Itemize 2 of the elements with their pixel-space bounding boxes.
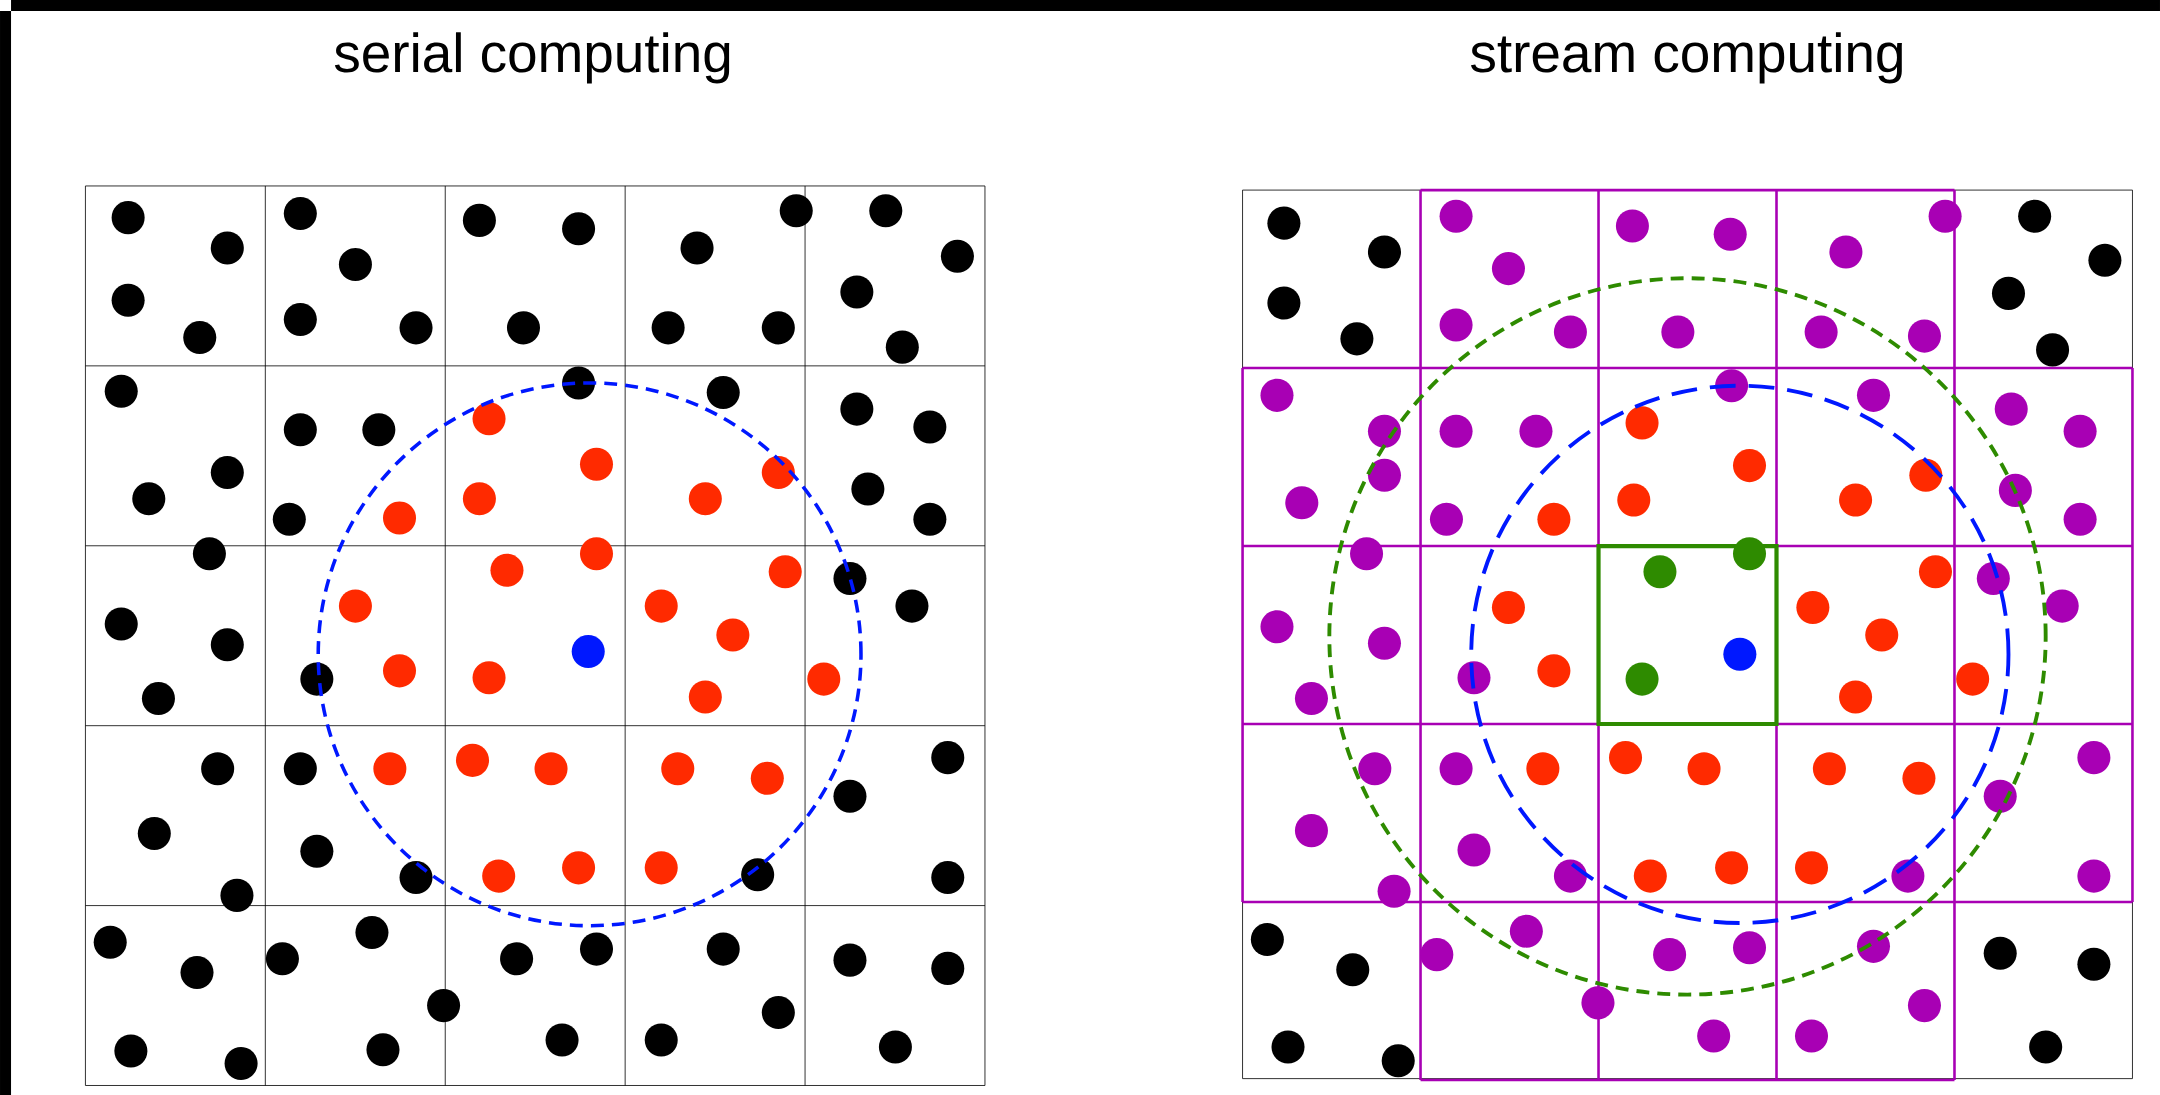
panel-title: serial computing xyxy=(334,32,730,84)
panel-title: stream computing xyxy=(1471,32,1902,84)
